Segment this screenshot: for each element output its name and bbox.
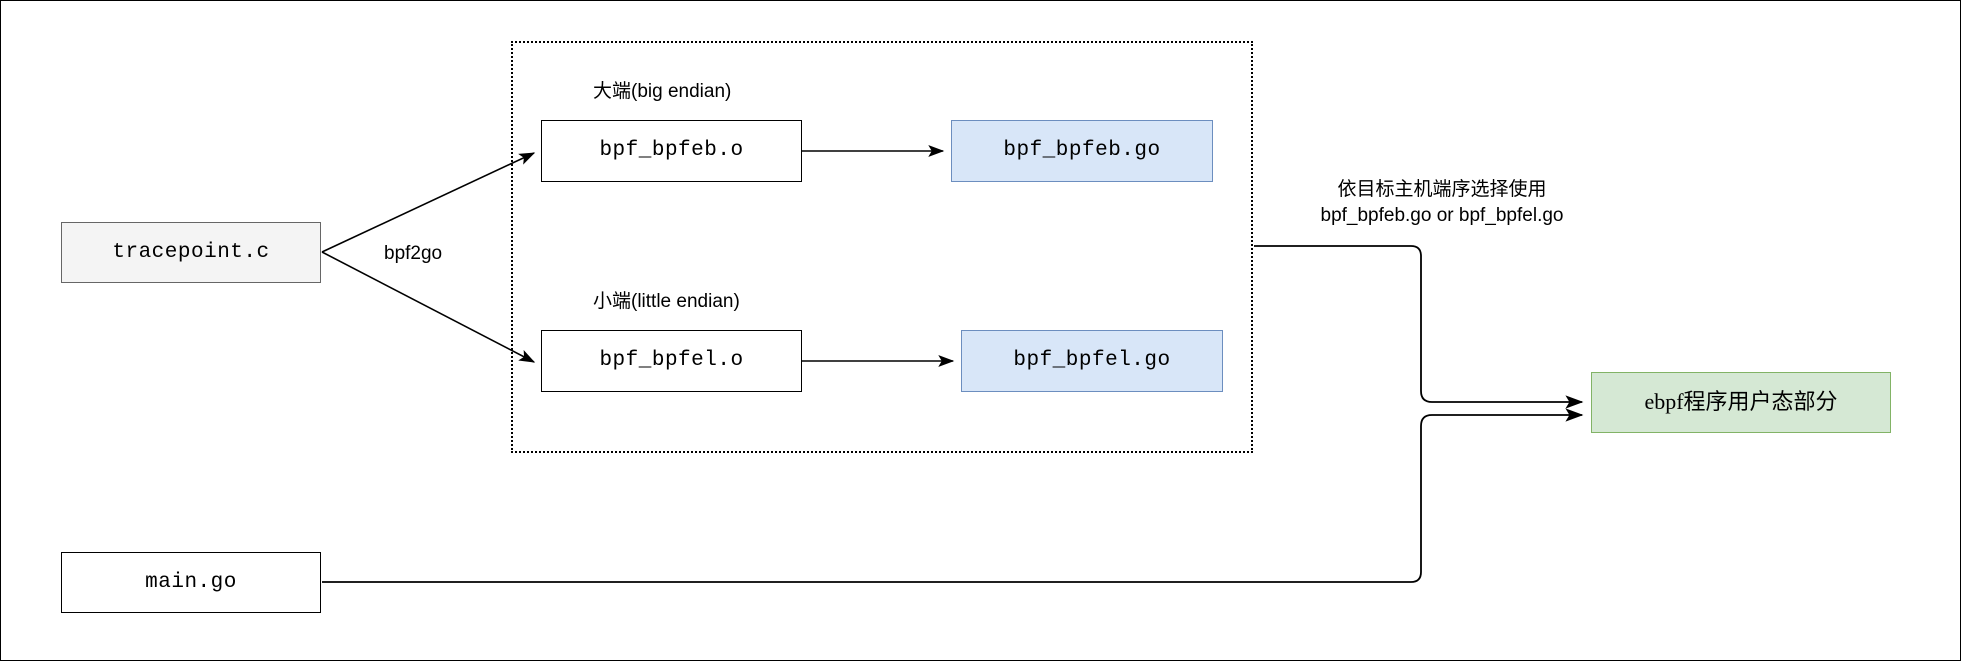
edge-source-to-bpfeb-o [321, 152, 536, 253]
node-bpf-bpfeb-o[interactable]: bpf_bpfeb.o [541, 120, 802, 182]
node-tracepoint-c[interactable]: tracepoint.c [61, 222, 321, 283]
label-little-endian: 小端(little endian) [593, 291, 740, 312]
bpf2go-output-group [511, 41, 1253, 453]
edge-generated-go-to-userspace [1254, 245, 1584, 409]
edge-label-endian-selection: 依目标主机端序选择使用 bpf_bpfeb.go or bpf_bpfel.go [1312, 177, 1572, 228]
node-bpf-bpfel-go[interactable]: bpf_bpfel.go [961, 330, 1223, 392]
node-ebpf-userspace[interactable]: ebpf程序用户态部分 [1591, 372, 1891, 433]
endian-selection-line-2: bpf_bpfeb.go or bpf_bpfel.go [1320, 204, 1564, 226]
node-bpf-bpfeb-go[interactable]: bpf_bpfeb.go [951, 120, 1213, 182]
edge-label-bpf2go: bpf2go [384, 243, 443, 264]
edge-source-to-bpfel-o [321, 251, 536, 363]
label-big-endian: 大端(big endian) [593, 81, 732, 102]
node-main-go[interactable]: main.go [61, 552, 321, 613]
endian-selection-line-1: 依目标主机端序选择使用 [1337, 179, 1547, 200]
node-bpf-bpfel-o[interactable]: bpf_bpfel.o [541, 330, 802, 392]
